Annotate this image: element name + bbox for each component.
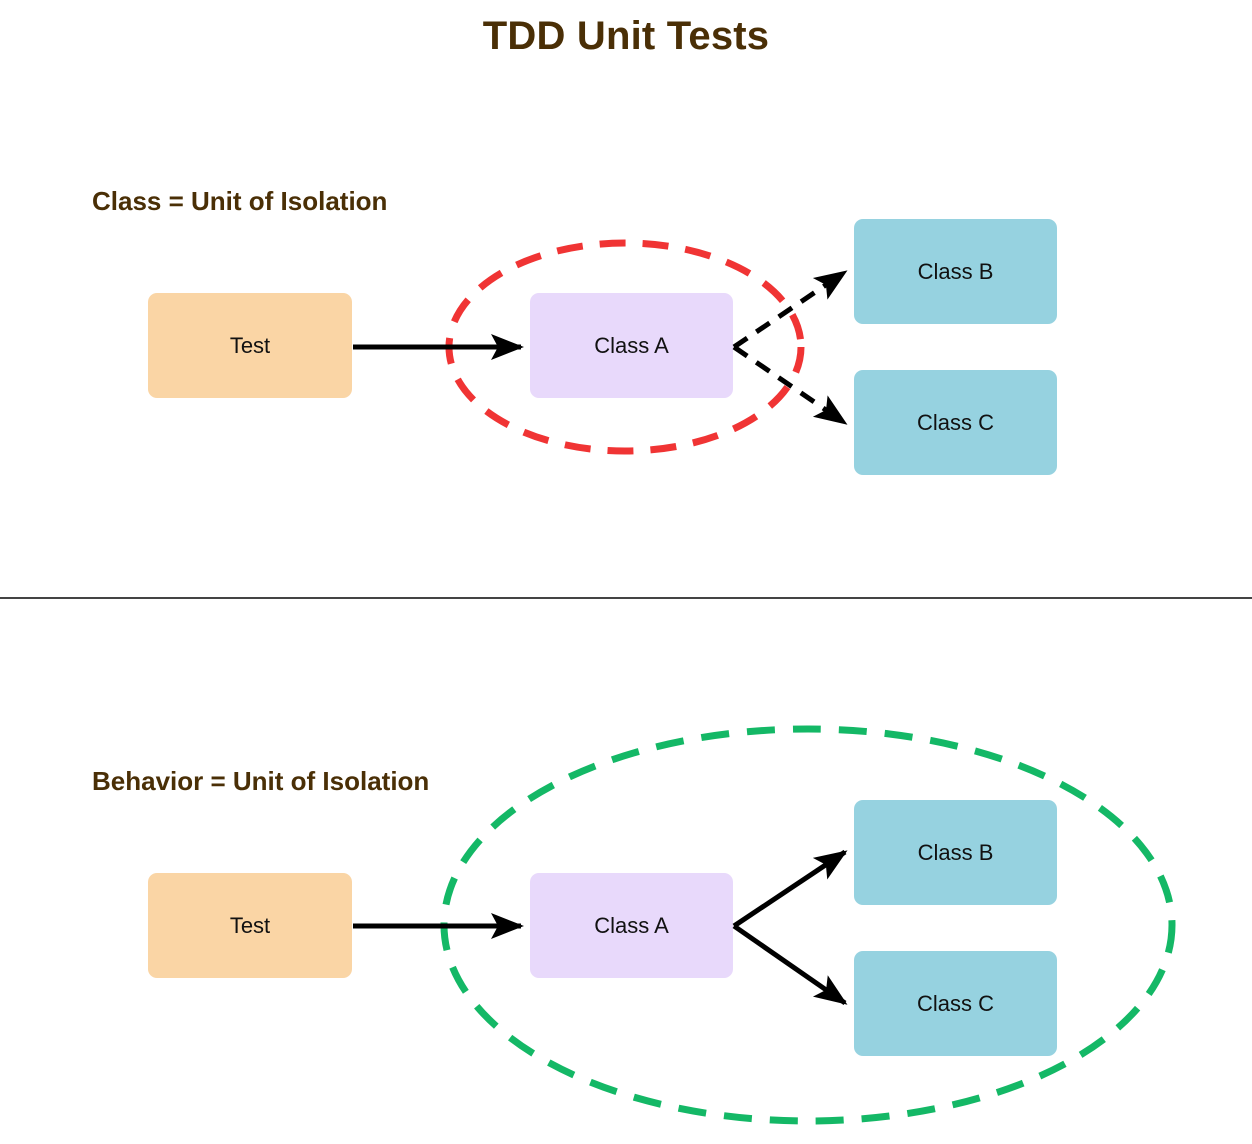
section-heading-class-unit: Class = Unit of Isolation (92, 186, 388, 216)
node-class-c-behavior-section[interactable]: Class C (854, 951, 1057, 1056)
edge-class-a-to-class-c-class-section (732, 344, 848, 426)
node-class-b-class-section[interactable]: Class B (854, 219, 1057, 324)
node-test-behavior-section[interactable]: Test (148, 873, 352, 978)
section-divider (0, 597, 1252, 599)
node-class-a-class-section[interactable]: Class A (530, 293, 733, 398)
node-class-b-behavior-section[interactable]: Class B (854, 800, 1057, 905)
node-class-a-behavior-section[interactable]: Class A (530, 873, 733, 978)
node-class-c-class-section[interactable]: Class C (854, 370, 1057, 475)
edge-class-a-to-class-c-behavior-section (732, 923, 848, 1006)
section-heading-behavior-unit: Behavior = Unit of Isolation (92, 766, 430, 796)
edge-class-a-to-class-b-class-section (732, 269, 848, 350)
page-title: TDD Unit Tests (482, 14, 770, 58)
edge-class-a-to-class-b-behavior-section (732, 849, 848, 929)
node-test-class-section[interactable]: Test (148, 293, 352, 398)
